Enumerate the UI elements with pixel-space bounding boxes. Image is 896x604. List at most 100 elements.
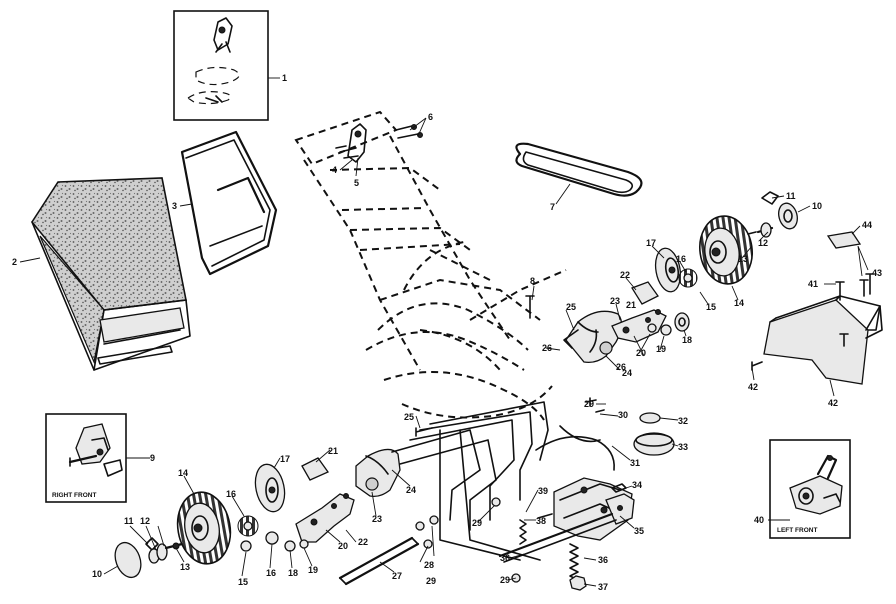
callout-12-right: 12: [758, 238, 768, 248]
callout-42-top: 41: [808, 279, 818, 289]
callout-28: 27: [392, 571, 402, 581]
callout-40: 39: [538, 486, 548, 496]
left-bracket-21: [295, 493, 355, 543]
callout-38: 37: [598, 582, 608, 592]
callout-36-right: 35: [634, 526, 644, 536]
callout-32: 31: [630, 458, 640, 468]
left-gear-housing-24: [355, 448, 401, 498]
axle-shaft-36: [498, 512, 617, 563]
callout-numbers: 1 2 3 4 5 6 7 8 9 10 10 11 11 12 12 13 1…: [12, 73, 882, 592]
callout-25-left: 24: [406, 485, 416, 495]
callout-19-right: 19: [656, 344, 666, 354]
callout-14-left: 14: [178, 468, 188, 478]
left-front-caption: LEFT FRONT: [777, 527, 817, 534]
spring-37: [569, 543, 579, 581]
knob-33-34: [633, 412, 675, 456]
callout-8: 8: [530, 276, 535, 286]
callout-9: 9: [150, 453, 155, 463]
transmission-assembly: [553, 477, 635, 541]
right-wheel-14: [699, 215, 753, 285]
left-pulley-17: [254, 463, 286, 513]
callout-13-left: 13: [180, 562, 190, 572]
callout-27: 26: [616, 362, 626, 372]
callout-5: 5: [354, 178, 359, 188]
leader-lines: [19, 77, 869, 587]
callout-21-left: 20: [338, 541, 348, 551]
drive-belt: [515, 142, 643, 197]
callout-17-left: 17: [280, 454, 290, 464]
callout-16-left: 16: [226, 489, 236, 499]
right-gear-housing: [563, 310, 623, 364]
callout-2: 2: [12, 257, 17, 267]
callout-37: 36: [598, 555, 608, 565]
callout-23-left: 22: [358, 537, 368, 547]
inset-box-left-front: LEFT FRONT: [769, 439, 851, 539]
callout-39: 38: [536, 516, 546, 526]
callout-20-left: 19: [308, 565, 318, 575]
callout-30: 29: [584, 399, 594, 409]
right-pulley-17: [654, 247, 682, 293]
drive-shaft-28: [338, 536, 420, 586]
right-pinion-16: [678, 268, 698, 288]
callout-11-right: 11: [786, 191, 796, 201]
callout-4: 4: [332, 165, 337, 175]
callout-29-c: 29: [472, 518, 482, 528]
callout-34: 33: [678, 442, 688, 452]
nut-38: [569, 575, 587, 591]
callout-3: 3: [172, 201, 177, 211]
callout-29-d: 29: [500, 575, 510, 585]
callout-26-left: 25: [404, 412, 414, 422]
spring-40: [519, 519, 527, 545]
pin-8: [525, 295, 535, 319]
callout-14-right: 14: [734, 298, 744, 308]
callout-6: 6: [428, 112, 433, 122]
bolt-30-31: [585, 397, 605, 413]
bag-frame: [180, 130, 278, 276]
callout-21-right: 21: [626, 300, 636, 310]
callout-31: 30: [618, 410, 628, 420]
callout-36-left: 36: [500, 553, 510, 563]
callout-11-left: 11: [124, 516, 134, 526]
callout-44: 43: [872, 268, 882, 278]
inset-box-part-1: [173, 10, 269, 121]
rear-door-43: [763, 295, 883, 385]
right-bracket-23: [611, 309, 667, 343]
cable-32: [535, 425, 615, 471]
callout-7: 7: [550, 202, 555, 212]
callout-45: 44: [862, 220, 872, 230]
callout-15-right: 15: [706, 302, 716, 312]
washers-29: [415, 497, 521, 583]
right-pawl-22: [631, 281, 659, 305]
callout-1: 1: [282, 73, 287, 83]
inset-box-right-front: RIGHT FRONT: [45, 413, 127, 503]
left-pawl-22: [301, 457, 329, 481]
left-wheel-14: [176, 491, 232, 565]
bolt-26: [415, 427, 433, 437]
callout-13-right: 13: [738, 254, 748, 264]
callout-41: 40: [754, 515, 764, 525]
callout-15-left: 15: [238, 577, 248, 587]
right-front-caption: RIGHT FRONT: [52, 492, 96, 499]
callout-19-left: 18: [288, 568, 298, 578]
label-45: [826, 231, 862, 249]
left-hardware-11-12-13: [145, 537, 184, 564]
callout-25-right: 25: [566, 302, 576, 312]
callout-26-right: 26: [542, 343, 552, 353]
right-spacer-18-19-20: [647, 312, 690, 336]
callout-33: 32: [678, 416, 688, 426]
screws-42-44: [751, 273, 875, 371]
left-hubcap-10: [114, 541, 142, 579]
callout-35: 34: [632, 480, 642, 490]
right-hubcap-hardware-10-11-12-13: [747, 191, 798, 238]
callout-16-right: 16: [676, 254, 686, 264]
callout-16-lower: 16: [266, 568, 276, 578]
callout-24-right: 24: [622, 368, 632, 378]
callout-18-right: 18: [682, 335, 692, 345]
callout-24-left: 23: [372, 514, 382, 524]
left-pinion-16: [237, 515, 259, 552]
left-spacer-15-16-19-20: [265, 531, 309, 552]
callout-42-bottom: 42: [748, 382, 758, 392]
callout-22-right: 22: [620, 270, 630, 280]
callout-20-right: 20: [636, 348, 646, 358]
